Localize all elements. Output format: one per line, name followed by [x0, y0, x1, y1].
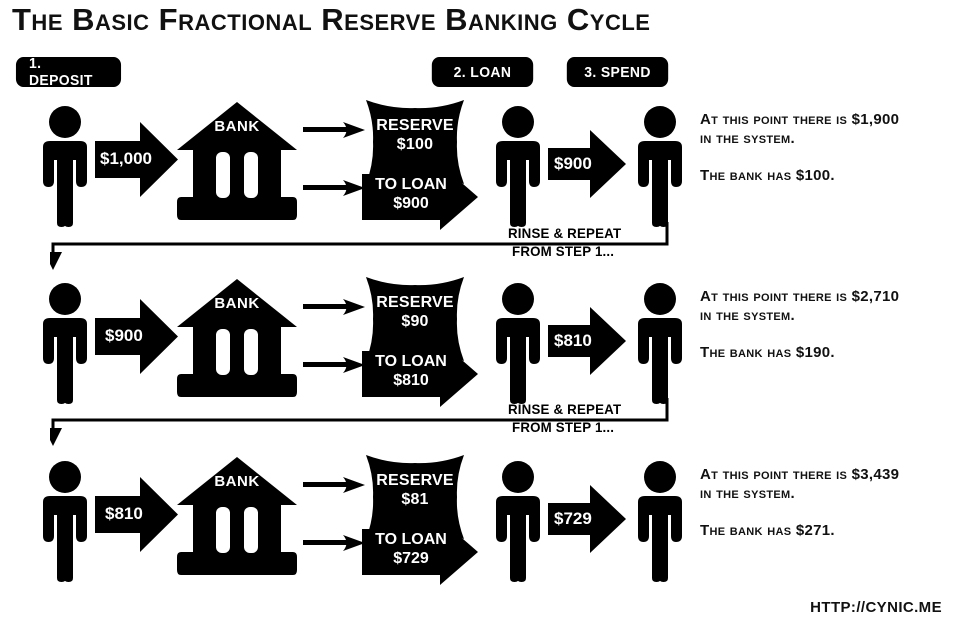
cycle-row-2: $900 BANK — [0, 277, 960, 407]
person-depositor-icon — [33, 460, 97, 587]
arrow-to-loan — [303, 535, 365, 556]
arrow-to-reserve — [303, 122, 365, 143]
summary-note-3: At this point there is $3,439 in the sys… — [700, 465, 899, 540]
bank-icon: BANK — [177, 457, 297, 580]
loopback-text-2-line2: FROM STEP 1... — [512, 419, 615, 435]
note-line-3: The bank has $100. — [700, 167, 835, 184]
note-line-3: The bank has $271. — [700, 522, 835, 539]
source-url: HTTP://CYNIC.ME — [810, 599, 942, 616]
to-loan-arrow: TO LOAN $729 — [362, 519, 478, 590]
person-borrower-icon — [486, 282, 550, 409]
bank-icon: BANK — [177, 279, 297, 402]
note-line-3: The bank has $190. — [700, 344, 835, 361]
spend-amount-arrow: $900 — [548, 130, 626, 203]
person-receiver-icon — [628, 105, 692, 232]
person-receiver-icon — [628, 460, 692, 587]
step-badge-deposit: 1. DEPOSIT — [15, 55, 122, 89]
cycle-row-3: $810 BANK — [0, 455, 960, 585]
deposit-amount-arrow: $900 — [95, 299, 178, 379]
summary-note-2: At this point there is $2,710 in the sys… — [700, 287, 899, 362]
note-line-1: At this point there is $1,900 — [700, 111, 900, 128]
page-title: The Basic Fractional Reserve Banking Cyc… — [12, 2, 651, 37]
cycle-row-1: $1,000 BANK — [0, 100, 960, 230]
spend-amount-arrow: $810 — [548, 307, 626, 380]
arrow-to-reserve — [303, 477, 365, 498]
person-borrower-icon — [486, 105, 550, 232]
arrow-to-loan — [303, 357, 365, 378]
person-borrower-icon — [486, 460, 550, 587]
summary-note-1: At this point there is $1,900 in the sys… — [700, 110, 899, 185]
arrow-to-loan — [303, 180, 365, 201]
spend-amount-arrow: $729 — [548, 485, 626, 558]
note-line-1: At this point there is $3,439 — [700, 466, 900, 483]
note-spacer — [700, 325, 899, 343]
loopback-text-2-line1: RINSE & REPEAT — [508, 401, 622, 417]
note-spacer — [700, 503, 899, 521]
note-line-2: in the system. — [700, 130, 795, 147]
arrow-to-reserve — [303, 299, 365, 320]
loopback-text-1-line1: RINSE & REPEAT — [508, 225, 622, 241]
note-line-1: At this point there is $2,710 — [700, 288, 900, 305]
note-line-2: in the system. — [700, 485, 795, 502]
bank-icon: BANK — [177, 102, 297, 225]
person-receiver-icon — [628, 282, 692, 409]
person-depositor-icon — [33, 282, 97, 409]
person-depositor-icon — [33, 105, 97, 232]
deposit-amount-arrow: $1,000 — [95, 122, 178, 202]
loopback-text-1-line2: FROM STEP 1... — [512, 243, 615, 259]
deposit-amount-arrow: $810 — [95, 477, 178, 557]
step-badge-loan: 2. LOAN — [431, 57, 534, 87]
note-spacer — [700, 148, 899, 166]
step-badge-spend: 3. SPEND — [566, 57, 669, 87]
note-line-2: in the system. — [700, 307, 795, 324]
